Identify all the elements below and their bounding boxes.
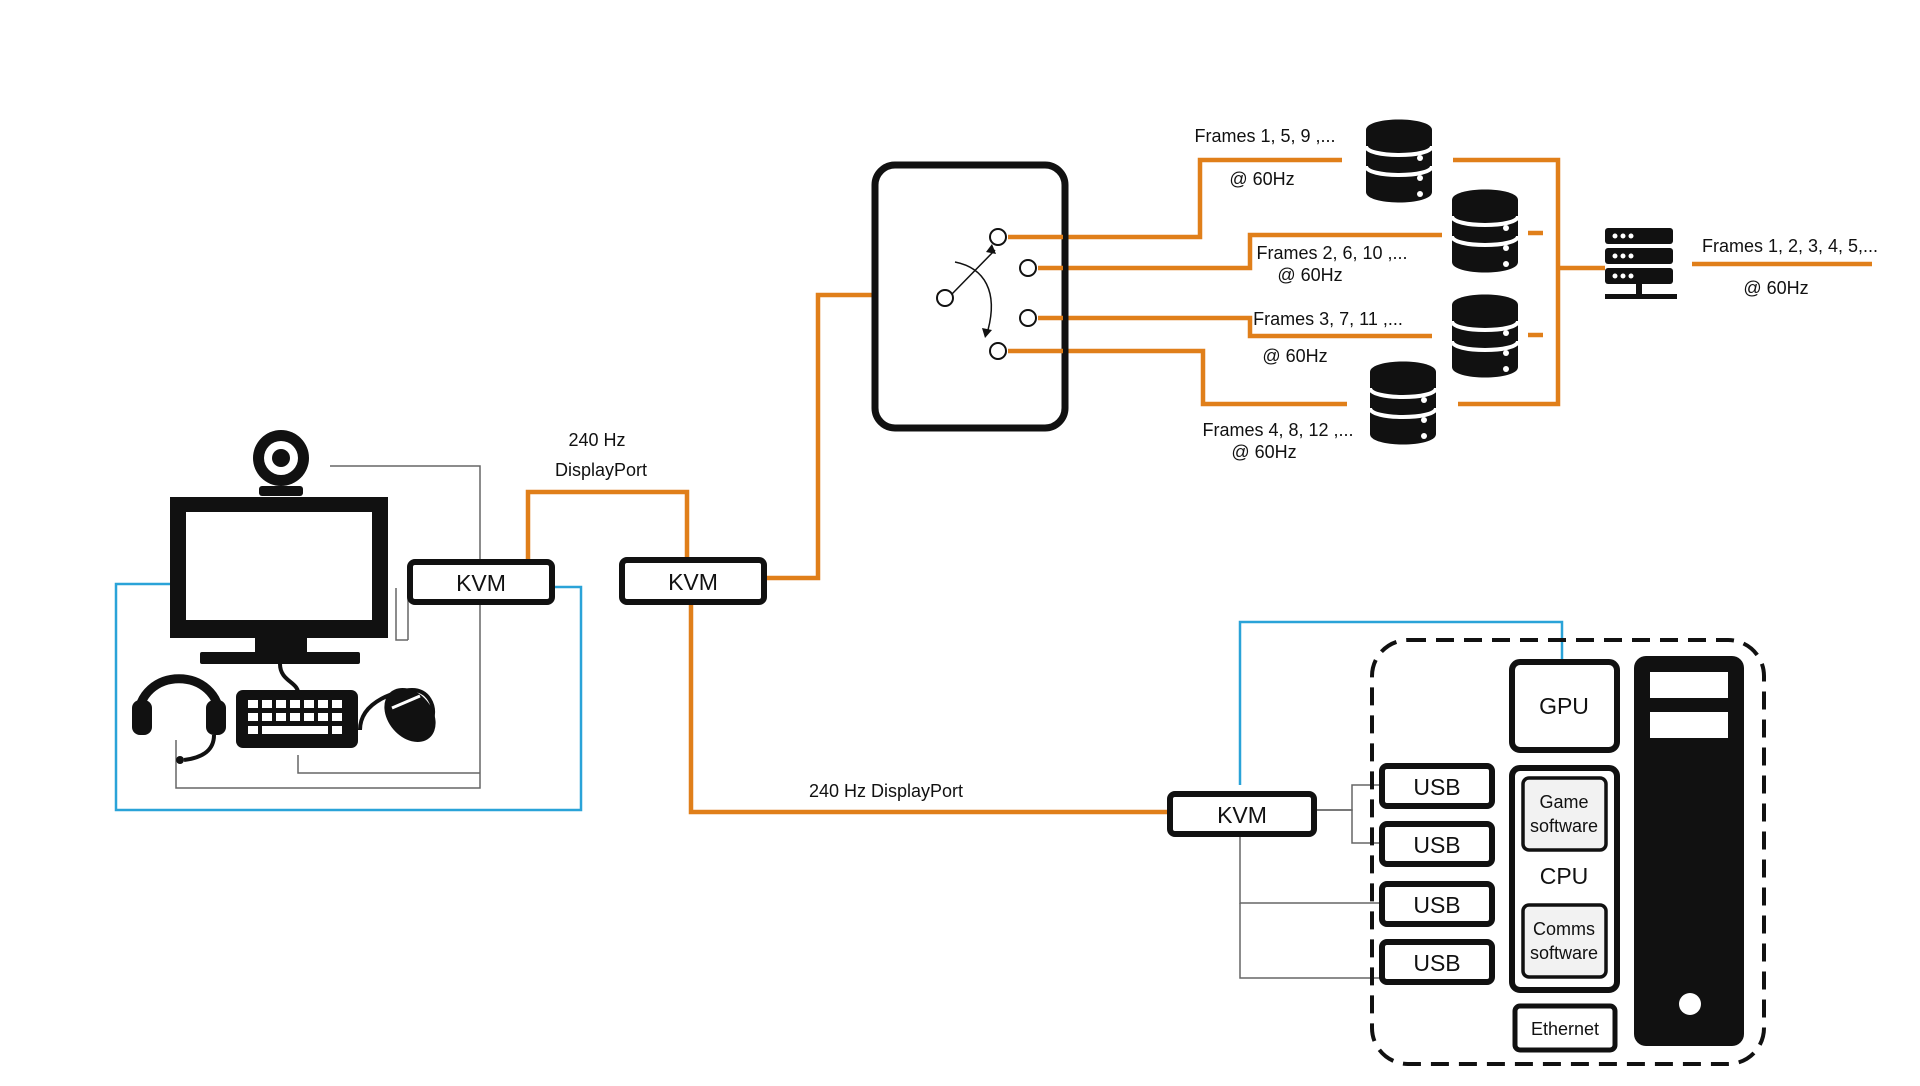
game-software-box [1521,776,1608,852]
recorder-2-frames: Frames 2, 6, 10 ,... [1256,243,1407,263]
database-icon [1364,119,1434,203]
recorder-4-rate: @ 60Hz [1231,442,1296,462]
usb-port-2-label: USB [1413,832,1460,858]
kvm-middle-label: KVM [668,569,718,595]
kvm-middle: KVM [619,557,767,605]
recorder-2-rate: @ 60Hz [1277,265,1342,285]
lower-link-wire [688,604,1168,815]
mouse-icon [358,687,436,742]
recorder-1-frames: Frames 1, 5, 9 ,... [1194,126,1335,146]
recorder-3-frames: Frames 3, 7, 11 ,... [1253,309,1403,329]
upper-link-label-line1: 240 Hz [568,430,625,450]
comms-software-box [1521,903,1608,979]
monitor-icon [170,497,388,664]
recorder-3-rate: @ 60Hz [1262,346,1327,366]
database-icon [1450,189,1520,273]
usb-port-1: USB [1379,763,1495,809]
recorder-4-frames: Frames 4, 8, 12 ,... [1202,420,1353,440]
kvm-left: KVM [407,559,555,605]
lower-link-label: 240 Hz DisplayPort [809,781,963,801]
game-software-line1: Game [1539,792,1588,812]
comms-software-line1: Comms [1533,919,1595,939]
switch-icon [871,161,1069,432]
upper-link-wire [525,489,690,560]
upper-link-label-line2: DisplayPort [555,460,647,480]
headset-icon [132,674,226,764]
usb-port-4-label: USB [1413,950,1460,976]
pc-tower-icon [1634,656,1744,1046]
usb-port-4: USB [1379,939,1495,985]
usb-port-3-label: USB [1413,892,1460,918]
cpu-label: CPU [1540,863,1589,889]
game-software-line2: software [1530,816,1598,836]
server-icon [1605,228,1677,299]
gpu-box: GPU [1509,659,1620,753]
keyboard-icon [236,663,358,748]
recorder-1-rate: @ 60Hz [1229,169,1294,189]
ethernet-label: Ethernet [1531,1019,1599,1039]
server-output-rate: @ 60Hz [1743,278,1808,298]
server-output-frames: Frames 1, 2, 3, 4, 5,... [1702,236,1878,256]
usb-port-1-label: USB [1413,774,1460,800]
usb-port-3: USB [1379,881,1495,927]
gpu-label: GPU [1539,693,1589,719]
webcam-icon [253,430,309,496]
database-icon [1450,294,1520,378]
kvm-right-label: KVM [1217,802,1267,828]
ethernet-box: Ethernet [1512,1003,1618,1053]
video-links [525,157,1872,815]
cpu-box: Game software CPU Comms software [1509,765,1620,993]
usb-port-2: USB [1379,821,1495,867]
database-icon [1368,361,1438,445]
kvm-left-label: KVM [456,570,506,596]
kvm-right: KVM [1167,791,1317,837]
comms-software-line2: software [1530,943,1598,963]
